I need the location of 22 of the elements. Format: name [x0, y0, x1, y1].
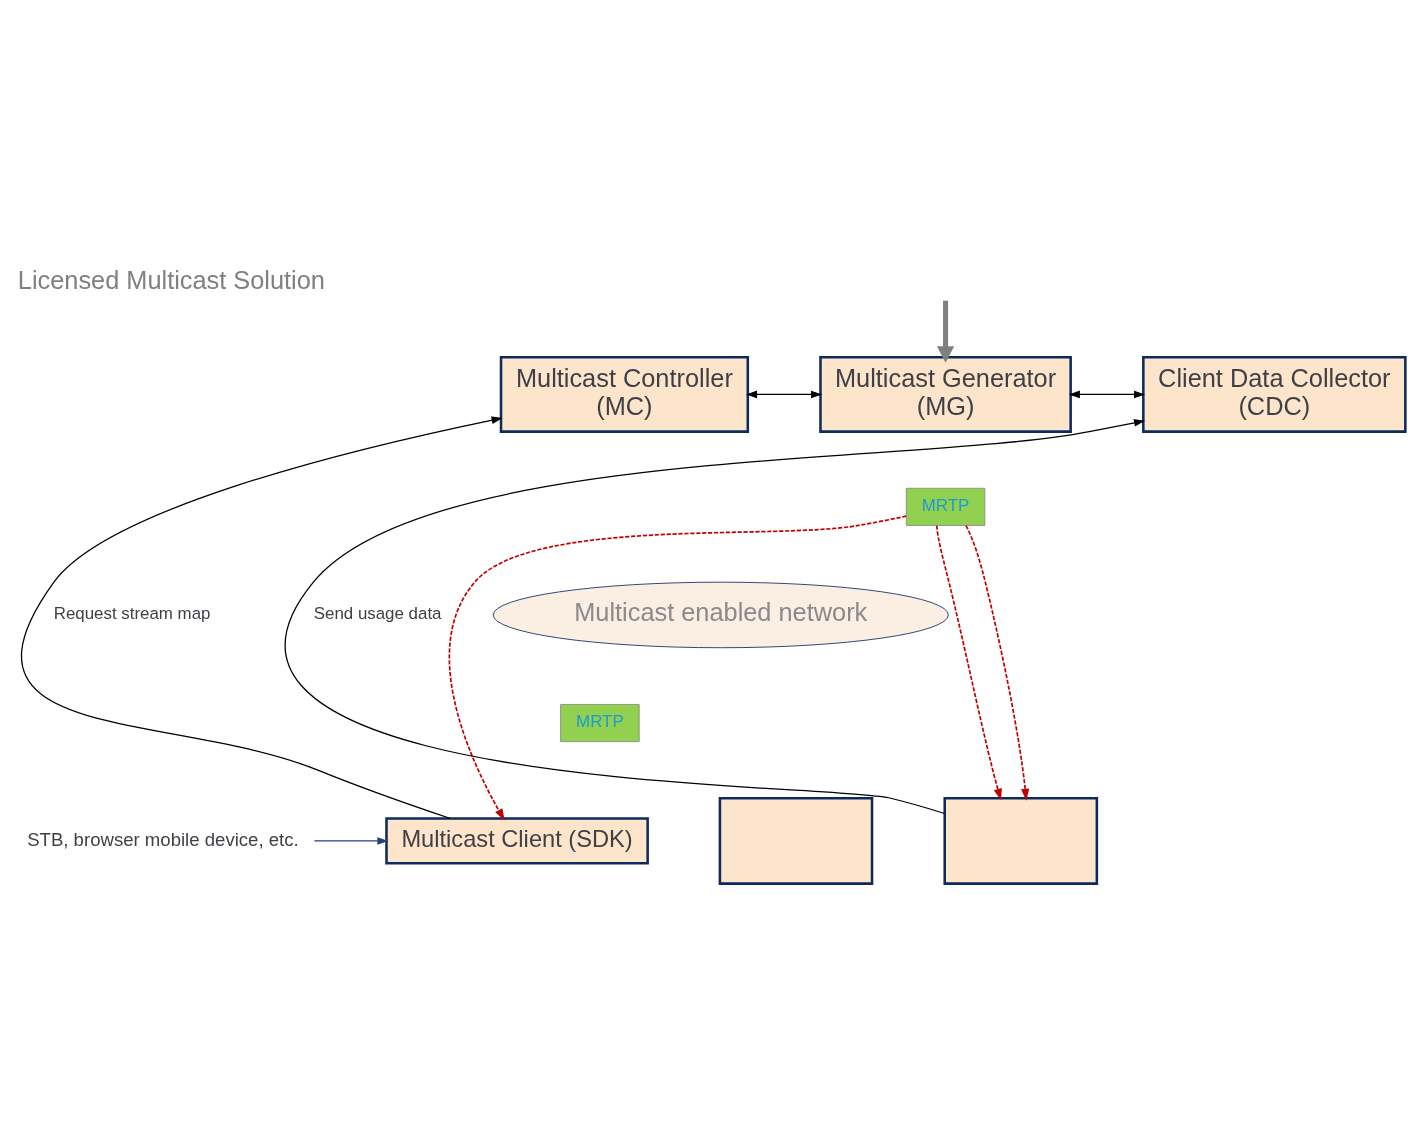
node-box: MRTP — [560, 703, 640, 742]
node-ellipse: Multicast enabled network — [492, 581, 949, 648]
node-box — [943, 796, 1099, 885]
arrow — [935, 524, 1002, 801]
node-box: MRTP — [905, 487, 986, 526]
arrow — [1068, 390, 1146, 398]
node-text: STB, browser mobile device, etc. — [27, 828, 299, 850]
arrow — [965, 524, 1030, 801]
diagram-title: Licensed Multicast Solution — [17, 265, 325, 294]
arrow — [448, 514, 908, 821]
arrow — [286, 418, 1146, 814]
node-box: Multicast Generator (MG) — [819, 355, 1072, 433]
node-box: Client Data Collector (CDC) — [1142, 355, 1407, 433]
arrow — [313, 836, 389, 845]
arrow — [746, 390, 823, 398]
edge-label: Request stream map — [53, 603, 211, 623]
node-box: Multicast Client (SDK) — [385, 816, 649, 865]
arrow — [21, 415, 503, 819]
node-box: Multicast Controller (MC) — [499, 355, 750, 433]
edge-label: Send usage data — [313, 603, 442, 623]
node-box — [718, 796, 874, 885]
arrow — [936, 300, 955, 363]
